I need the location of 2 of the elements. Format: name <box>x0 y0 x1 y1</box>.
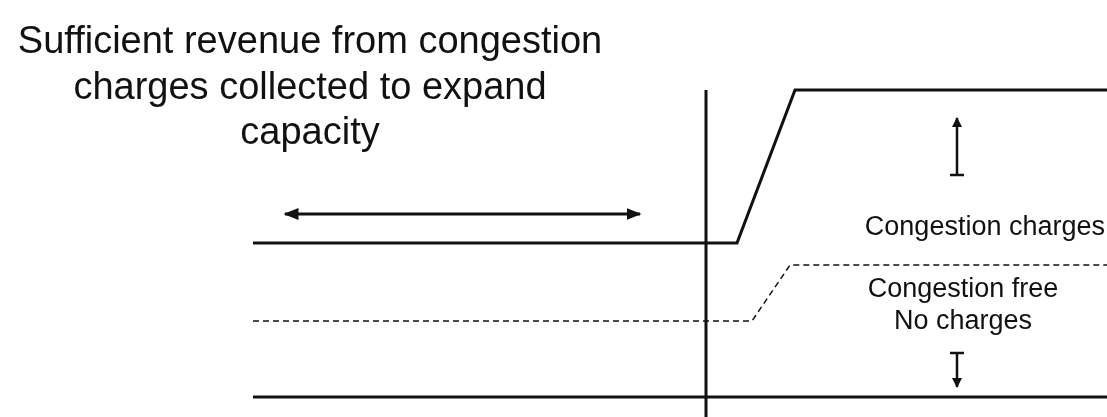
heading-text: Sufficient revenue from congestion charges collected to expand capacity <box>16 18 604 155</box>
region-label: Congestion free No charges <box>866 272 1060 337</box>
